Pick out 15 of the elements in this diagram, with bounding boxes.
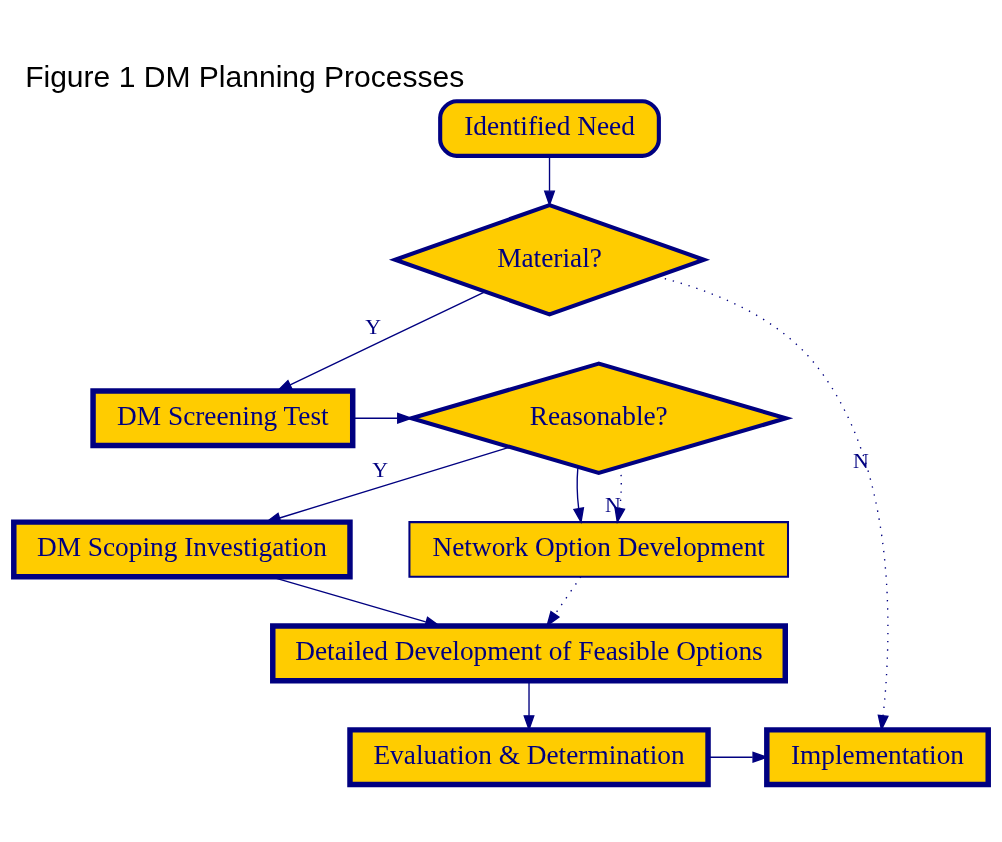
edge-label: Y [372, 458, 389, 483]
edge-label: Y [365, 315, 381, 340]
diagram-title: Figure 1 DM Planning Processes [25, 59, 465, 93]
arrow [572, 466, 585, 525]
arrow [275, 291, 487, 392]
node-box: DM Screening Test [90, 388, 356, 449]
node-box: Evaluation & Determination [347, 727, 711, 788]
arrow [543, 155, 556, 207]
node-box: Network Option Development [408, 521, 790, 578]
node-diamond: Material? [388, 202, 711, 317]
edge-label: N [853, 448, 869, 473]
node-box: Implementation [764, 727, 991, 788]
node-box: DM Scoping Investigation [11, 519, 353, 580]
node-box: Identified Need [438, 99, 661, 158]
node-box: Detailed Development of Feasible Options [270, 623, 788, 684]
